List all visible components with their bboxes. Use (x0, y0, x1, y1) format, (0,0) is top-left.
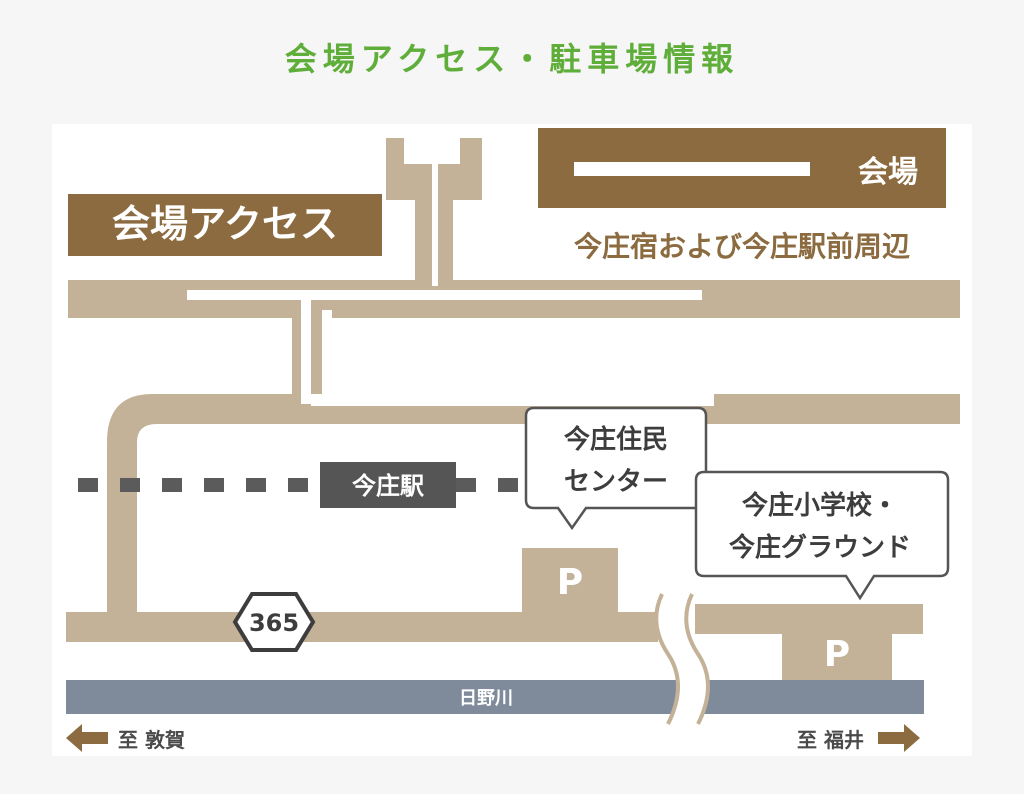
callout-school: 今庄小学校・ 今庄グラウンド (694, 470, 950, 601)
direction-left-label: 至 敦賀 (118, 728, 185, 752)
roads (66, 138, 960, 680)
east-road-centerline (311, 394, 714, 406)
legend-label: 会場 (858, 155, 918, 190)
callout-school-line2: 今庄グラウンド (729, 532, 911, 563)
river-label: 日野川 (459, 688, 513, 709)
access-label-box (68, 194, 382, 256)
road-west-curve (107, 394, 307, 622)
area-caption: 今庄宿および今庄駅前周辺 (574, 230, 910, 263)
parking-symbol-school: P (824, 634, 850, 675)
arrow-right-icon (878, 724, 920, 752)
callout-center: 今庄住民 センター (524, 406, 708, 531)
access-label: 会場アクセス (112, 202, 338, 246)
connector-centerline-left (301, 300, 311, 404)
river (66, 680, 924, 714)
station-label: 今庄駅 (352, 472, 424, 500)
legend-line-sample (574, 162, 810, 176)
direction-right-label: 至 福井 (797, 728, 864, 752)
direction-left: 至 敦賀 (66, 724, 185, 752)
route-365-shield: 365 (232, 592, 316, 652)
page-title: 会場アクセス・駐車場情報 (284, 40, 740, 78)
map-break (654, 593, 710, 725)
connector-centerline-right (322, 310, 332, 394)
arrow-left-icon (66, 724, 108, 752)
parking-lot-school (782, 624, 892, 680)
direction-right: 至 福井 (797, 724, 920, 752)
north-spur-centerline (432, 164, 438, 286)
access-map: 今庄駅 日野川 365 会場アクセス 会場 今庄宿および今庄駅前周辺 P P 今… (52, 124, 972, 756)
road-centerlines (187, 138, 714, 406)
callout-center-line1: 今庄住民 (564, 424, 668, 455)
north-spur-inner (404, 138, 460, 164)
callout-school-line1: 今庄小学校・ (742, 490, 898, 521)
parking-symbol-center: P (557, 562, 583, 603)
route-365-road (66, 612, 658, 642)
callout-center-line2: センター (564, 467, 668, 497)
map-canvas: 今庄駅 日野川 365 会場アクセス 会場 今庄宿および今庄駅前周辺 P P 今… (66, 128, 960, 752)
route-number: 365 (249, 609, 299, 637)
station-sign (320, 462, 456, 508)
north-road-centerline (187, 290, 702, 300)
parking-lot-center (522, 548, 618, 614)
